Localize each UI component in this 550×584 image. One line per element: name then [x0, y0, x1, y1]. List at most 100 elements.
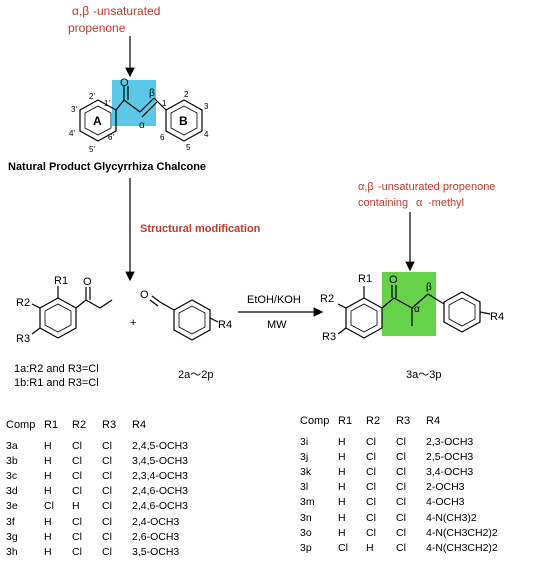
cell-r2: Cl [366, 435, 376, 448]
reactant2-oxygen: O [140, 289, 149, 301]
cell-r4: 4-N(CH3)2 [426, 511, 477, 524]
cell-r2: Cl [72, 454, 82, 467]
cell-r2: Cl [72, 515, 82, 528]
reactant2-caption: 2a～2p [178, 369, 213, 381]
cell-r1: H [44, 485, 52, 498]
cell-r4: 2-OCH3 [426, 481, 465, 494]
cell-r1: H [338, 435, 346, 448]
cell-r2: H [366, 541, 374, 554]
cell-r3: Cl [102, 439, 112, 452]
cell-r1: Cl [44, 500, 54, 513]
cell-r1: H [44, 439, 52, 452]
header-r2: R2 [72, 419, 87, 431]
cell-r1: H [338, 465, 346, 478]
cell-r3: Cl [396, 511, 406, 524]
right-line2-suffix: -methyl [428, 197, 464, 209]
reactant1-caption-a: 1a:R2 and R3=Cl [14, 363, 99, 375]
cell-r1: H [338, 481, 346, 494]
cell-r2: Cl [366, 511, 376, 524]
cell-r3: Cl [396, 496, 406, 509]
cell-r2: Cl [366, 450, 376, 463]
right-annotation: α,β -unsaturated propenone containing α … [358, 181, 495, 209]
cell-comp: 3d [6, 485, 18, 498]
chalcone-alpha: α [139, 120, 145, 131]
cell-comp: 3p [300, 541, 312, 554]
right-line2-prefix: containing [358, 197, 408, 209]
reactant-2: O R4 [140, 289, 232, 341]
product-r3: R3 [322, 331, 336, 343]
cell-r1: H [338, 450, 346, 463]
cell-r4: 2,3,4-OCH3 [132, 469, 189, 482]
cell-r1: H [338, 511, 346, 524]
cell-r2: Cl [366, 526, 376, 539]
r3-label: R3 [16, 333, 30, 345]
cell-r3: Cl [396, 481, 406, 494]
chalcone-beta: β [149, 88, 155, 99]
cell-r4: 2,4-OCH3 [132, 515, 180, 528]
cell-r4: 3,4-OCH3 [426, 465, 474, 478]
pos-6: 6 [160, 133, 165, 142]
cell-r3: Cl [102, 485, 112, 498]
cell-r1: H [44, 530, 52, 543]
cell-comp: 3e [6, 500, 18, 513]
cell-r4: 3,4,5-OCH3 [132, 454, 189, 467]
unsaturated-label: -unsaturated [93, 4, 160, 18]
reactant1-oxygen: O [83, 276, 92, 288]
cell-r3: Cl [396, 541, 406, 554]
pos-3: 3 [204, 102, 209, 111]
right-line1: -unsaturated propenone [378, 181, 495, 193]
header-comp: Comp [300, 415, 330, 427]
pos-5: 5 [186, 143, 191, 152]
cell-r3: Cl [102, 515, 112, 528]
product-structure: R1 R2 R3 O α β R4 [320, 272, 504, 343]
cell-comp: 3g [6, 530, 18, 543]
header-r4: R4 [132, 419, 147, 431]
ring-a-label: A [93, 114, 102, 128]
cell-r1: H [338, 496, 346, 509]
cell-r4: 2,3-OCH3 [426, 435, 474, 448]
chalcone-name: Natural Product Glycyrrhiza Chalcone [8, 161, 206, 173]
cell-r3: Cl [396, 450, 406, 463]
cell-r3: Cl [396, 465, 406, 478]
product-oxygen: O [389, 274, 398, 286]
pos-4prime: 4' [69, 129, 75, 138]
right-alpha-beta: α,β [358, 181, 374, 193]
cell-r1: H [338, 526, 346, 539]
pos-1prime: 1' [104, 99, 110, 108]
cell-comp: 3j [300, 450, 309, 463]
product-r1: R1 [358, 273, 372, 285]
r1-label: R1 [54, 275, 68, 287]
cell-r3: Cl [396, 435, 406, 448]
cell-r4: 4-N(CH3CH2)2 [426, 526, 498, 539]
header-r4: R4 [426, 415, 441, 427]
cell-r1: Cl [338, 541, 348, 554]
top-annotation: α,β -unsaturated propenone [68, 4, 160, 35]
cell-r3: Cl [102, 469, 112, 482]
cell-comp: 3o [300, 526, 312, 539]
plus-sign: + [130, 317, 136, 329]
cell-r2: Cl [72, 439, 82, 452]
cell-r2: Cl [72, 485, 82, 498]
pos-2prime: 2' [89, 92, 95, 101]
cell-r3: Cl [102, 500, 112, 513]
cell-r2: Cl [72, 530, 82, 543]
cell-r1: H [44, 454, 52, 467]
pos-4: 4 [204, 130, 209, 139]
cell-r4: 4-N(CH3CH2)2 [426, 541, 498, 554]
cell-comp: 3f [6, 515, 15, 528]
cell-r4: 3,5-OCH3 [132, 545, 180, 558]
product-caption: 3a～3p [406, 369, 441, 381]
pos-3prime: 3' [71, 105, 77, 114]
cell-comp: 3c [6, 469, 18, 482]
